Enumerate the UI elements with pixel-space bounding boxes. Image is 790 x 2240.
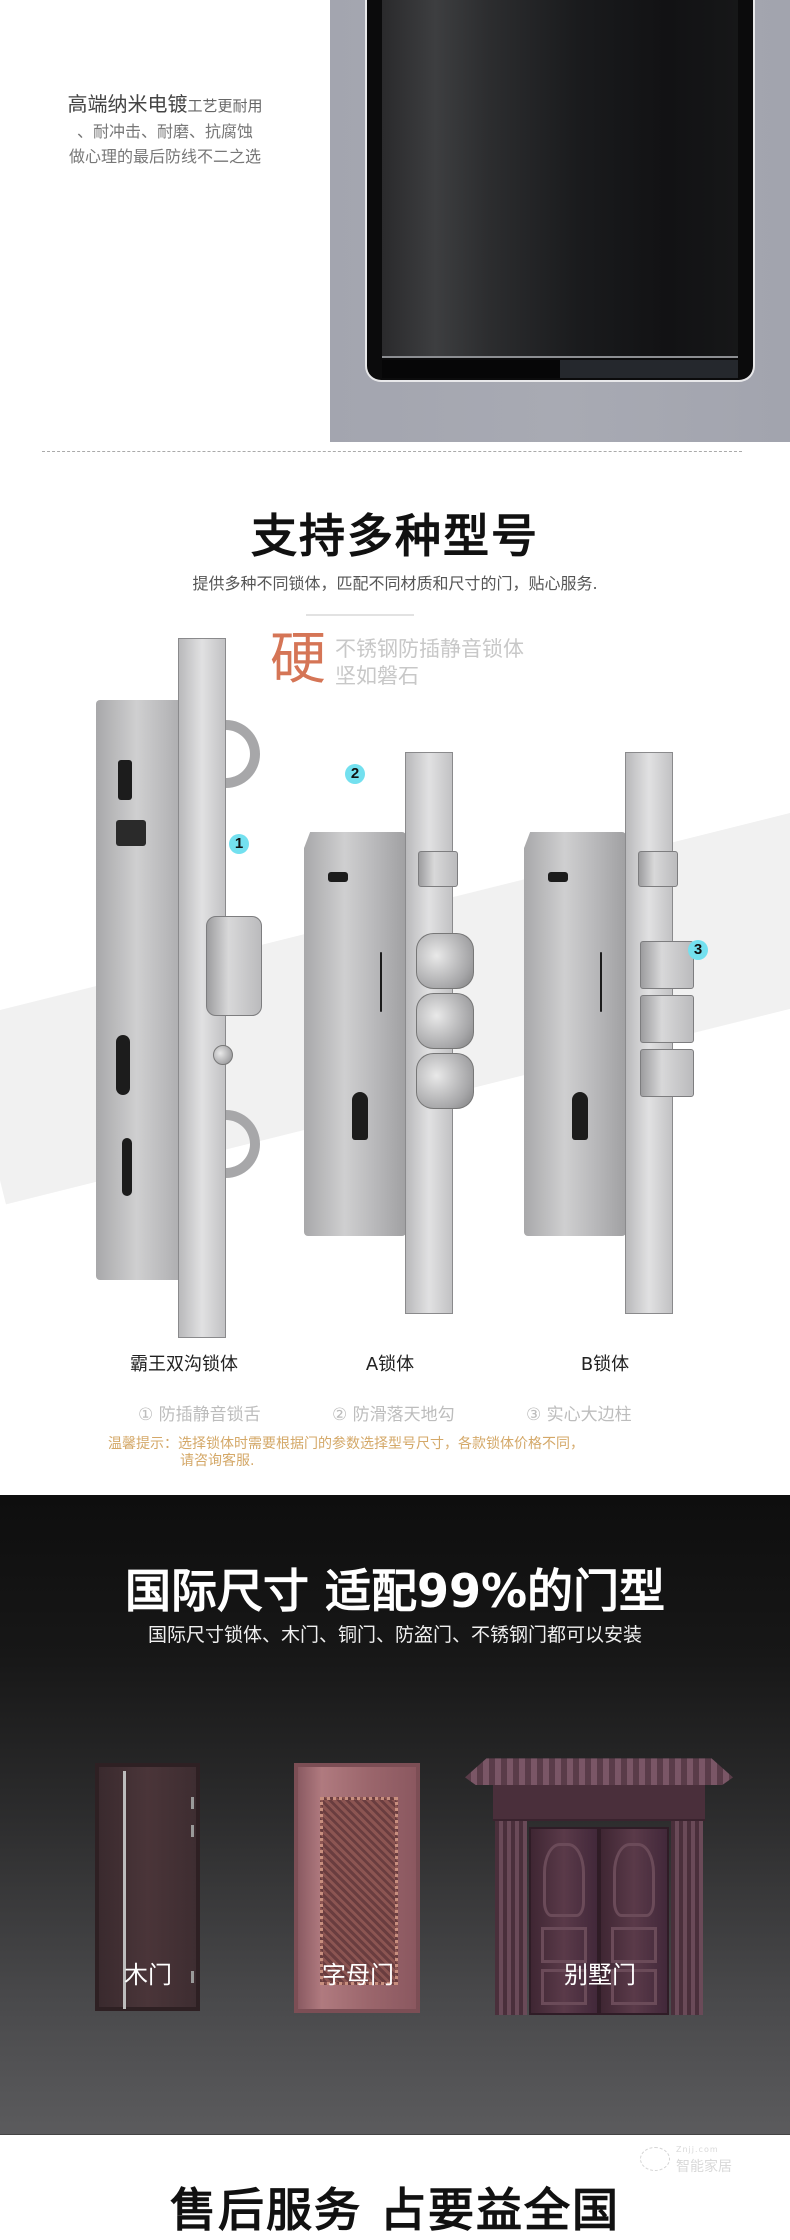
models-subtitle: 提供多种不同锁体，匹配不同材质和尺寸的门，贴心服务. <box>192 574 598 593</box>
door-label-villa: 别墅门 <box>564 1961 636 1989</box>
plating-line-3: 做心理的最后防线不二之选 <box>68 147 261 166</box>
lock-label-1: 霸王双沟锁体 <box>130 1354 238 1375</box>
hard-tagline-line-2: 坚如磐石 <box>335 664 419 688</box>
door-compatibility-section: 国际尺寸 适配99%的门型 国际尺寸锁体、木门、铜门、防盗门、不锈钢门都可以安装… <box>0 1495 790 2135</box>
feature-1: ① 防插静音锁舌 <box>138 1405 261 1425</box>
models-title: 支持多种型号 <box>251 509 539 563</box>
lock-label-3: B锁体 <box>580 1354 630 1375</box>
plating-line-1-suffix: 工艺更耐用 <box>187 97 263 115</box>
lock-body-image-2 <box>304 832 406 1236</box>
warm-tip-line-2: 请咨询客服. <box>180 1453 255 1469</box>
warm-tip-notice: 温馨提示：选择锁体时需要根据门的参数选择型号尺寸，各款锁体价格不同， 请咨询客服… <box>108 1436 688 1470</box>
plating-section: 高端纳米电镀工艺更耐用 、耐冲击、耐磨、抗腐蚀 做心理的最后防线不二之选 <box>0 0 790 442</box>
watermark-name: 智能家居 <box>676 2159 732 2175</box>
plating-line-2: 、耐冲击、耐磨、抗腐蚀 <box>76 122 253 141</box>
plating-headline: 高端纳米电镀 <box>67 92 188 116</box>
hard-tagline: 不锈钢防插静音锁体 坚如磐石 <box>335 636 524 690</box>
villa-door-image <box>465 1747 733 2015</box>
watermark-domain: Znjj.com <box>676 2145 719 2154</box>
feature-badge-1: 1 <box>229 834 249 854</box>
feature-badge-2: 2 <box>345 764 365 784</box>
lock-body-image-1 <box>96 638 262 1338</box>
lock-faceplate-2 <box>405 752 474 1314</box>
section-divider <box>42 451 742 452</box>
warm-tip-line-1: 温馨提示：选择锁体时需要根据门的参数选择型号尺寸，各款锁体价格不同， <box>108 1436 584 1452</box>
feature-badge-3: 3 <box>688 940 708 960</box>
lock-panel-bottom-edge <box>382 360 738 378</box>
cloud-logo-icon <box>640 2147 670 2171</box>
feature-3: ③ 实心大边柱 <box>526 1405 632 1425</box>
door-label-letter: 字母门 <box>322 1961 394 1989</box>
doors-title: 国际尺寸 适配99%的门型 <box>124 1564 666 1618</box>
after-sales-title: 售后服务 占要益全国 <box>169 2183 620 2237</box>
copper-door-image <box>294 1763 420 2013</box>
lock-label-2: A锁体 <box>365 1354 415 1375</box>
plating-line-1: 高端纳米电镀工艺更耐用 <box>20 92 310 119</box>
lock-faceplate-3 <box>625 752 694 1314</box>
title-separator <box>306 614 414 616</box>
hard-character: 硬 <box>270 627 326 692</box>
lock-panel-surface <box>382 0 738 358</box>
plating-description: 高端纳米电镀工艺更耐用 、耐冲击、耐磨、抗腐蚀 做心理的最后防线不二之选 <box>20 92 310 169</box>
wooden-door-image <box>95 1763 200 2011</box>
smart-lock-panel-image <box>365 0 755 382</box>
site-watermark: Znjj.com 智能家居 <box>640 2143 780 2183</box>
door-label-wood: 木门 <box>124 1961 172 1989</box>
feature-2: ② 防滑落天地勾 <box>332 1405 455 1425</box>
doors-subtitle: 国际尺寸锁体、木门、铜门、防盗门、不锈钢门都可以安装 <box>147 1624 642 1646</box>
lock-body-image-3 <box>524 832 626 1236</box>
hard-tagline-line-1: 不锈钢防插静音锁体 <box>335 637 524 661</box>
